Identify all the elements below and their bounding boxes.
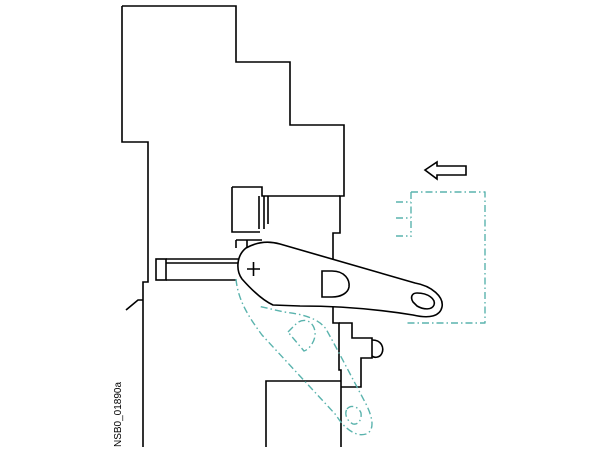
shaft-end-cap [155, 258, 167, 281]
drawing-id-label: NSB0_01890a [113, 382, 124, 447]
center-block [231, 186, 340, 233]
device-foot-bracket [125, 299, 143, 311]
alternate-lever-slot [345, 405, 362, 425]
lever-window [321, 270, 350, 298]
side-pin [371, 339, 384, 359]
module-pin-ticks [396, 201, 411, 237]
alternate-lever-outline [235, 278, 373, 436]
shaft-lines [166, 258, 240, 281]
device-housing-left-edge [121, 6, 149, 447]
direction-arrow-left-icon [423, 160, 467, 181]
alternate-lever-window [287, 319, 316, 352]
guide-rails [258, 196, 269, 229]
pivot-crosshair-icon [247, 262, 260, 276]
lever-handle [237, 241, 443, 318]
device-housing-outline [122, 5, 345, 447]
side-bracket [339, 322, 373, 388]
lever-inner-slot [410, 292, 436, 310]
